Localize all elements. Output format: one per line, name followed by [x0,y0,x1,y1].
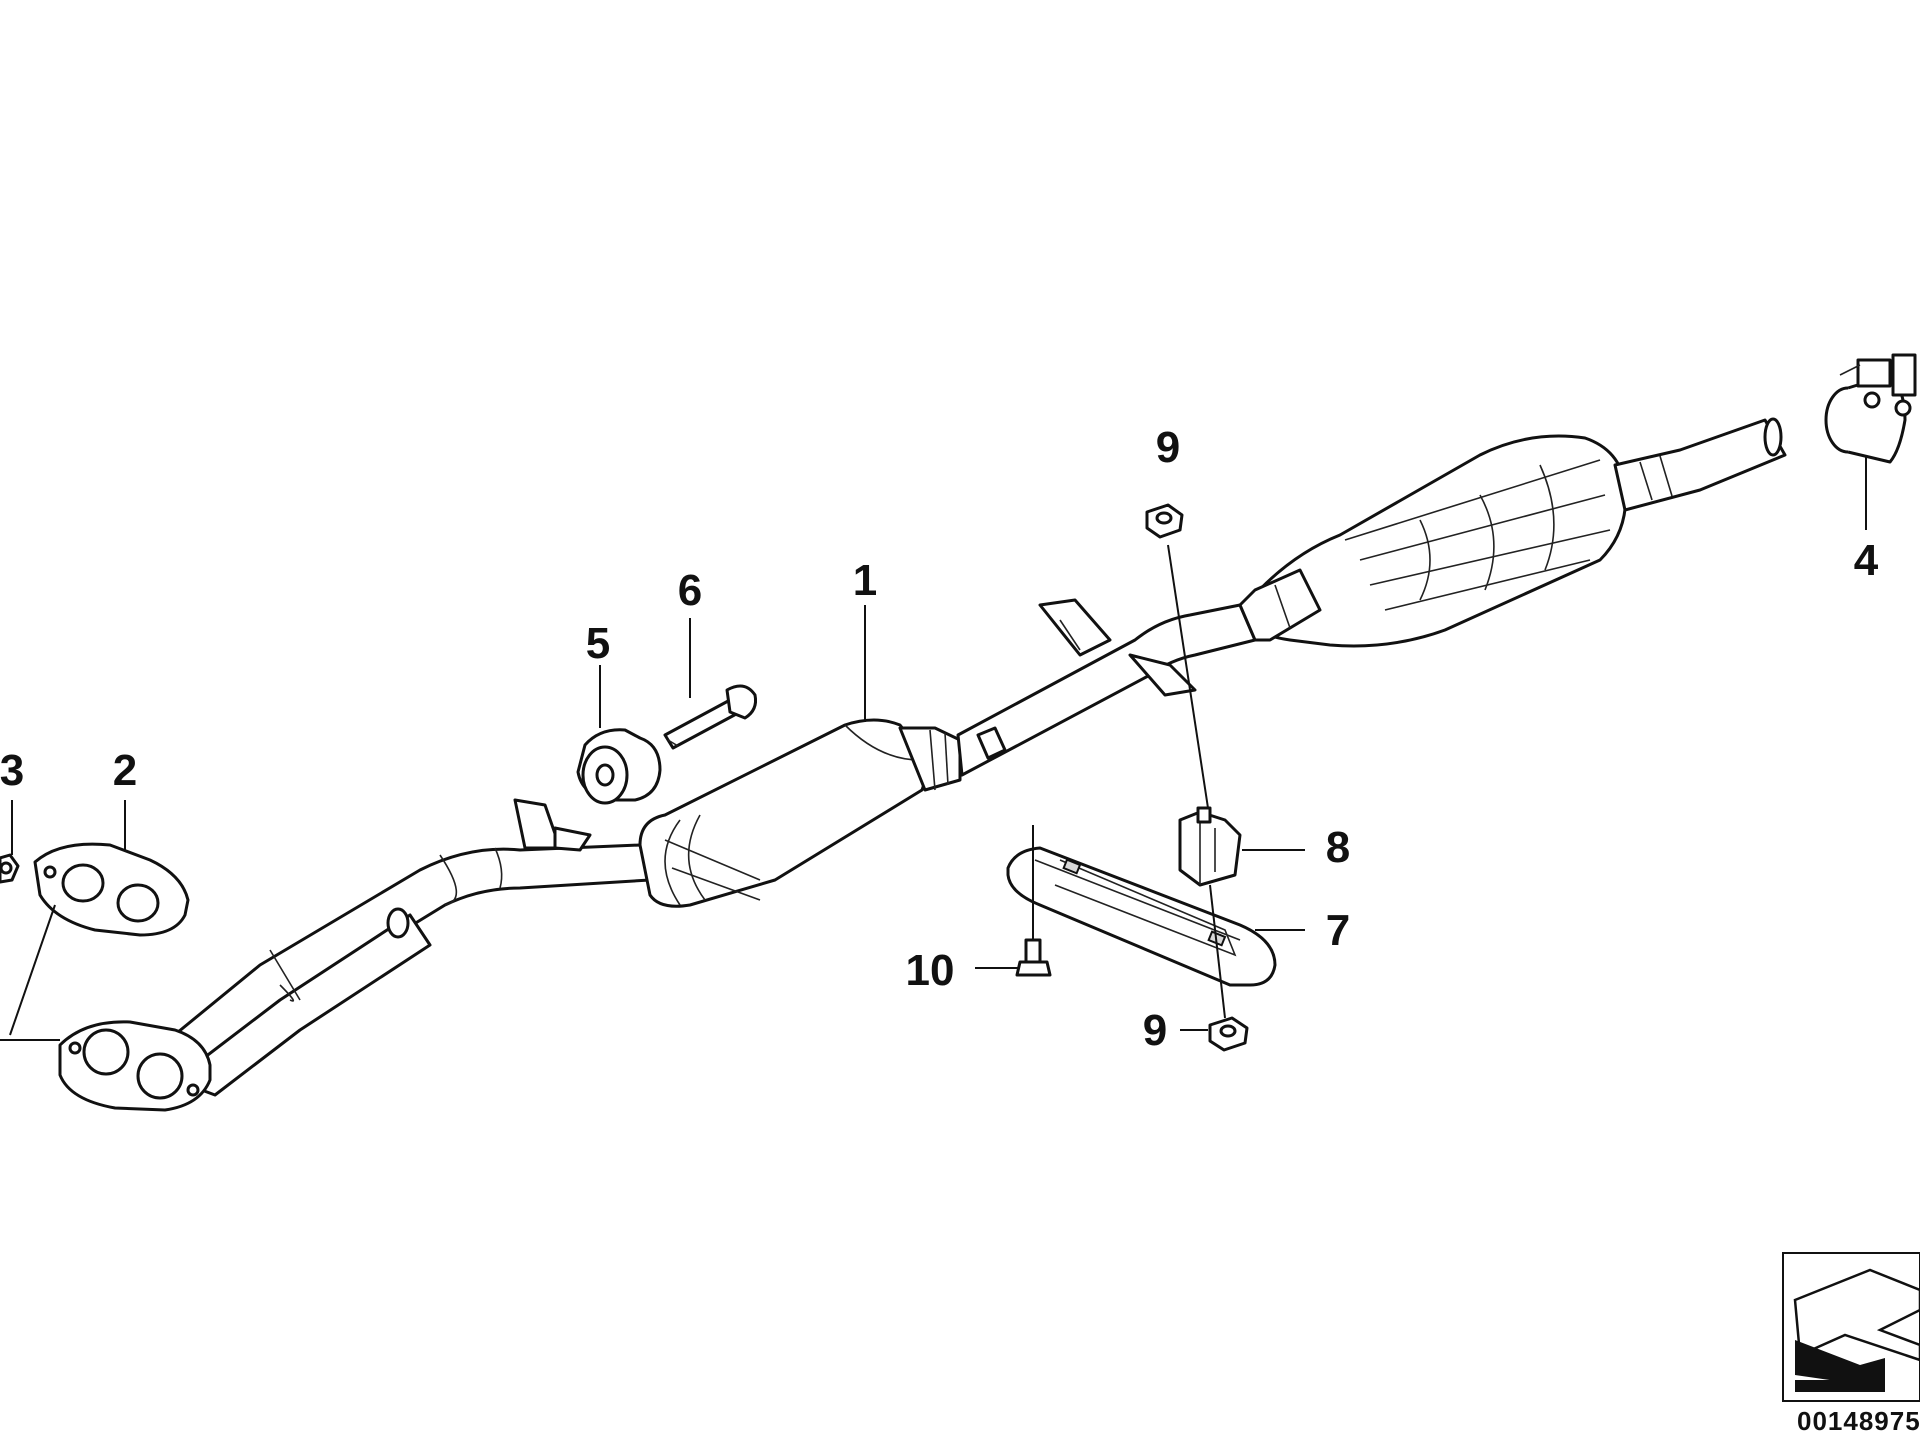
callout-10: 10 [906,946,955,995]
callout-4: 4 [1854,536,1879,585]
rubber-mount [576,728,662,805]
rear-muffler [1238,417,1787,648]
orientation-arrow-box [1782,1252,1920,1402]
callout-labels: 1 2 3 4 5 6 7 8 9 9 10 [0,423,1879,1055]
callout-9-bottom: 9 [1143,1006,1167,1055]
rubber-hanger [1178,806,1242,887]
flange-nut-upper [1145,503,1184,539]
mounting-bracket [1006,846,1277,987]
mount-bolt [663,684,757,750]
diagram-number: 00148975 [1797,1406,1920,1436]
exhaust-clamp [1824,353,1917,464]
callout-1: 1 [853,556,877,605]
direction-arrow-icon [1795,1340,1885,1388]
callout-6: 6 [678,566,702,615]
callout-2: 2 [113,746,137,795]
front-catalytic-converter [638,718,962,908]
flange-nut-lower [1208,1016,1249,1052]
hex-screw [1015,938,1052,977]
callout-8: 8 [1326,823,1350,872]
front-pipe [148,798,652,1097]
leader-lines [0,455,1867,1041]
flange-gasket [33,842,190,937]
flange-nut [0,853,20,884]
callout-5: 5 [586,619,610,668]
mid-pipe [956,598,1257,777]
front-flange [58,1020,212,1112]
callout-9-top: 9 [1156,423,1180,472]
callout-7: 7 [1326,906,1350,955]
callout-3: 3 [0,746,24,795]
